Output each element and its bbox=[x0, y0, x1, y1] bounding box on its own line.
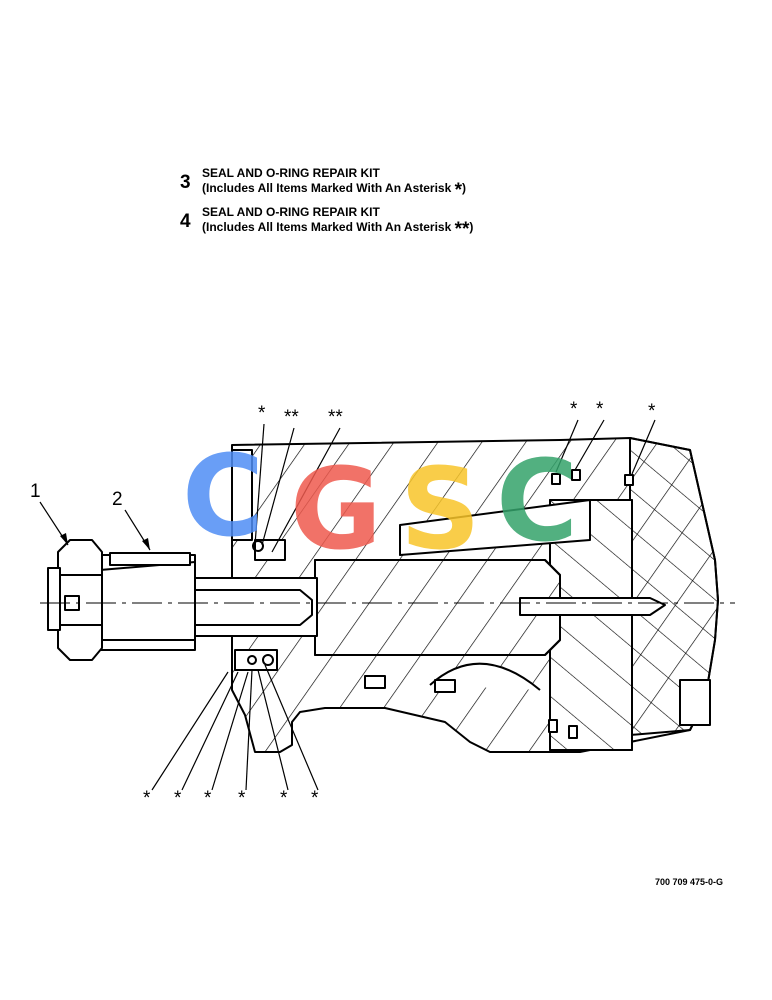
callout-item-1: 1 bbox=[30, 481, 41, 502]
callout-top-1: * bbox=[258, 403, 266, 424]
callout-bottom-2: * bbox=[174, 788, 182, 809]
watermark-letter-c2: C bbox=[496, 437, 578, 567]
legend-item-3: 3 SEAL AND O-RING REPAIR KIT (Includes A… bbox=[180, 166, 466, 200]
watermark-letter-c: C bbox=[182, 432, 264, 562]
callout-bottom-4: * bbox=[238, 788, 246, 809]
legend-number: 3 bbox=[180, 172, 191, 193]
end-cap bbox=[629, 437, 719, 736]
leader-lines bbox=[39, 419, 656, 791]
legend-close: ) bbox=[462, 181, 467, 195]
callout-bottom-6: * bbox=[311, 788, 319, 809]
legend-description: (Includes All Items Marked With An Aster… bbox=[202, 220, 452, 234]
asterisk-mark: * bbox=[454, 180, 463, 201]
watermark-letter-s: S bbox=[400, 445, 481, 575]
catalog-number: 700 709 475-0-G bbox=[655, 877, 724, 887]
upper-cavity bbox=[399, 499, 591, 556]
spline-shaft bbox=[519, 597, 666, 616]
double-asterisk-mark: ** bbox=[454, 219, 470, 240]
legend-title: SEAL AND O-RING REPAIR KIT bbox=[202, 205, 380, 219]
lower-cavity bbox=[429, 662, 541, 691]
plug-fitting bbox=[679, 679, 711, 726]
callout-item-2: 2 bbox=[112, 489, 123, 510]
legend-description: (Includes All Items Marked With An Aster… bbox=[202, 181, 452, 195]
legend-item-4: 4 SEAL AND O-RING REPAIR KIT (Includes A… bbox=[180, 205, 473, 239]
legend-close: ) bbox=[469, 220, 474, 234]
watermark: C G S C bbox=[182, 432, 578, 575]
callout-bottom-5: * bbox=[280, 788, 288, 809]
callout-top-4: * bbox=[570, 399, 578, 420]
shaft-key bbox=[109, 552, 191, 566]
callout-bottom-3: * bbox=[204, 788, 212, 809]
watermark-letter-g: G bbox=[290, 445, 382, 575]
callout-top-2: ** bbox=[284, 407, 299, 428]
callout-top-3: ** bbox=[328, 407, 343, 428]
legend-number: 4 bbox=[180, 211, 191, 232]
callout-top-6: * bbox=[648, 401, 656, 422]
front-flange bbox=[231, 449, 253, 541]
callout-bottom-1: * bbox=[143, 788, 151, 809]
legend-title: SEAL AND O-RING REPAIR KIT bbox=[202, 166, 380, 180]
arrow-heads bbox=[60, 533, 150, 550]
callout-top-5: * bbox=[596, 399, 604, 420]
